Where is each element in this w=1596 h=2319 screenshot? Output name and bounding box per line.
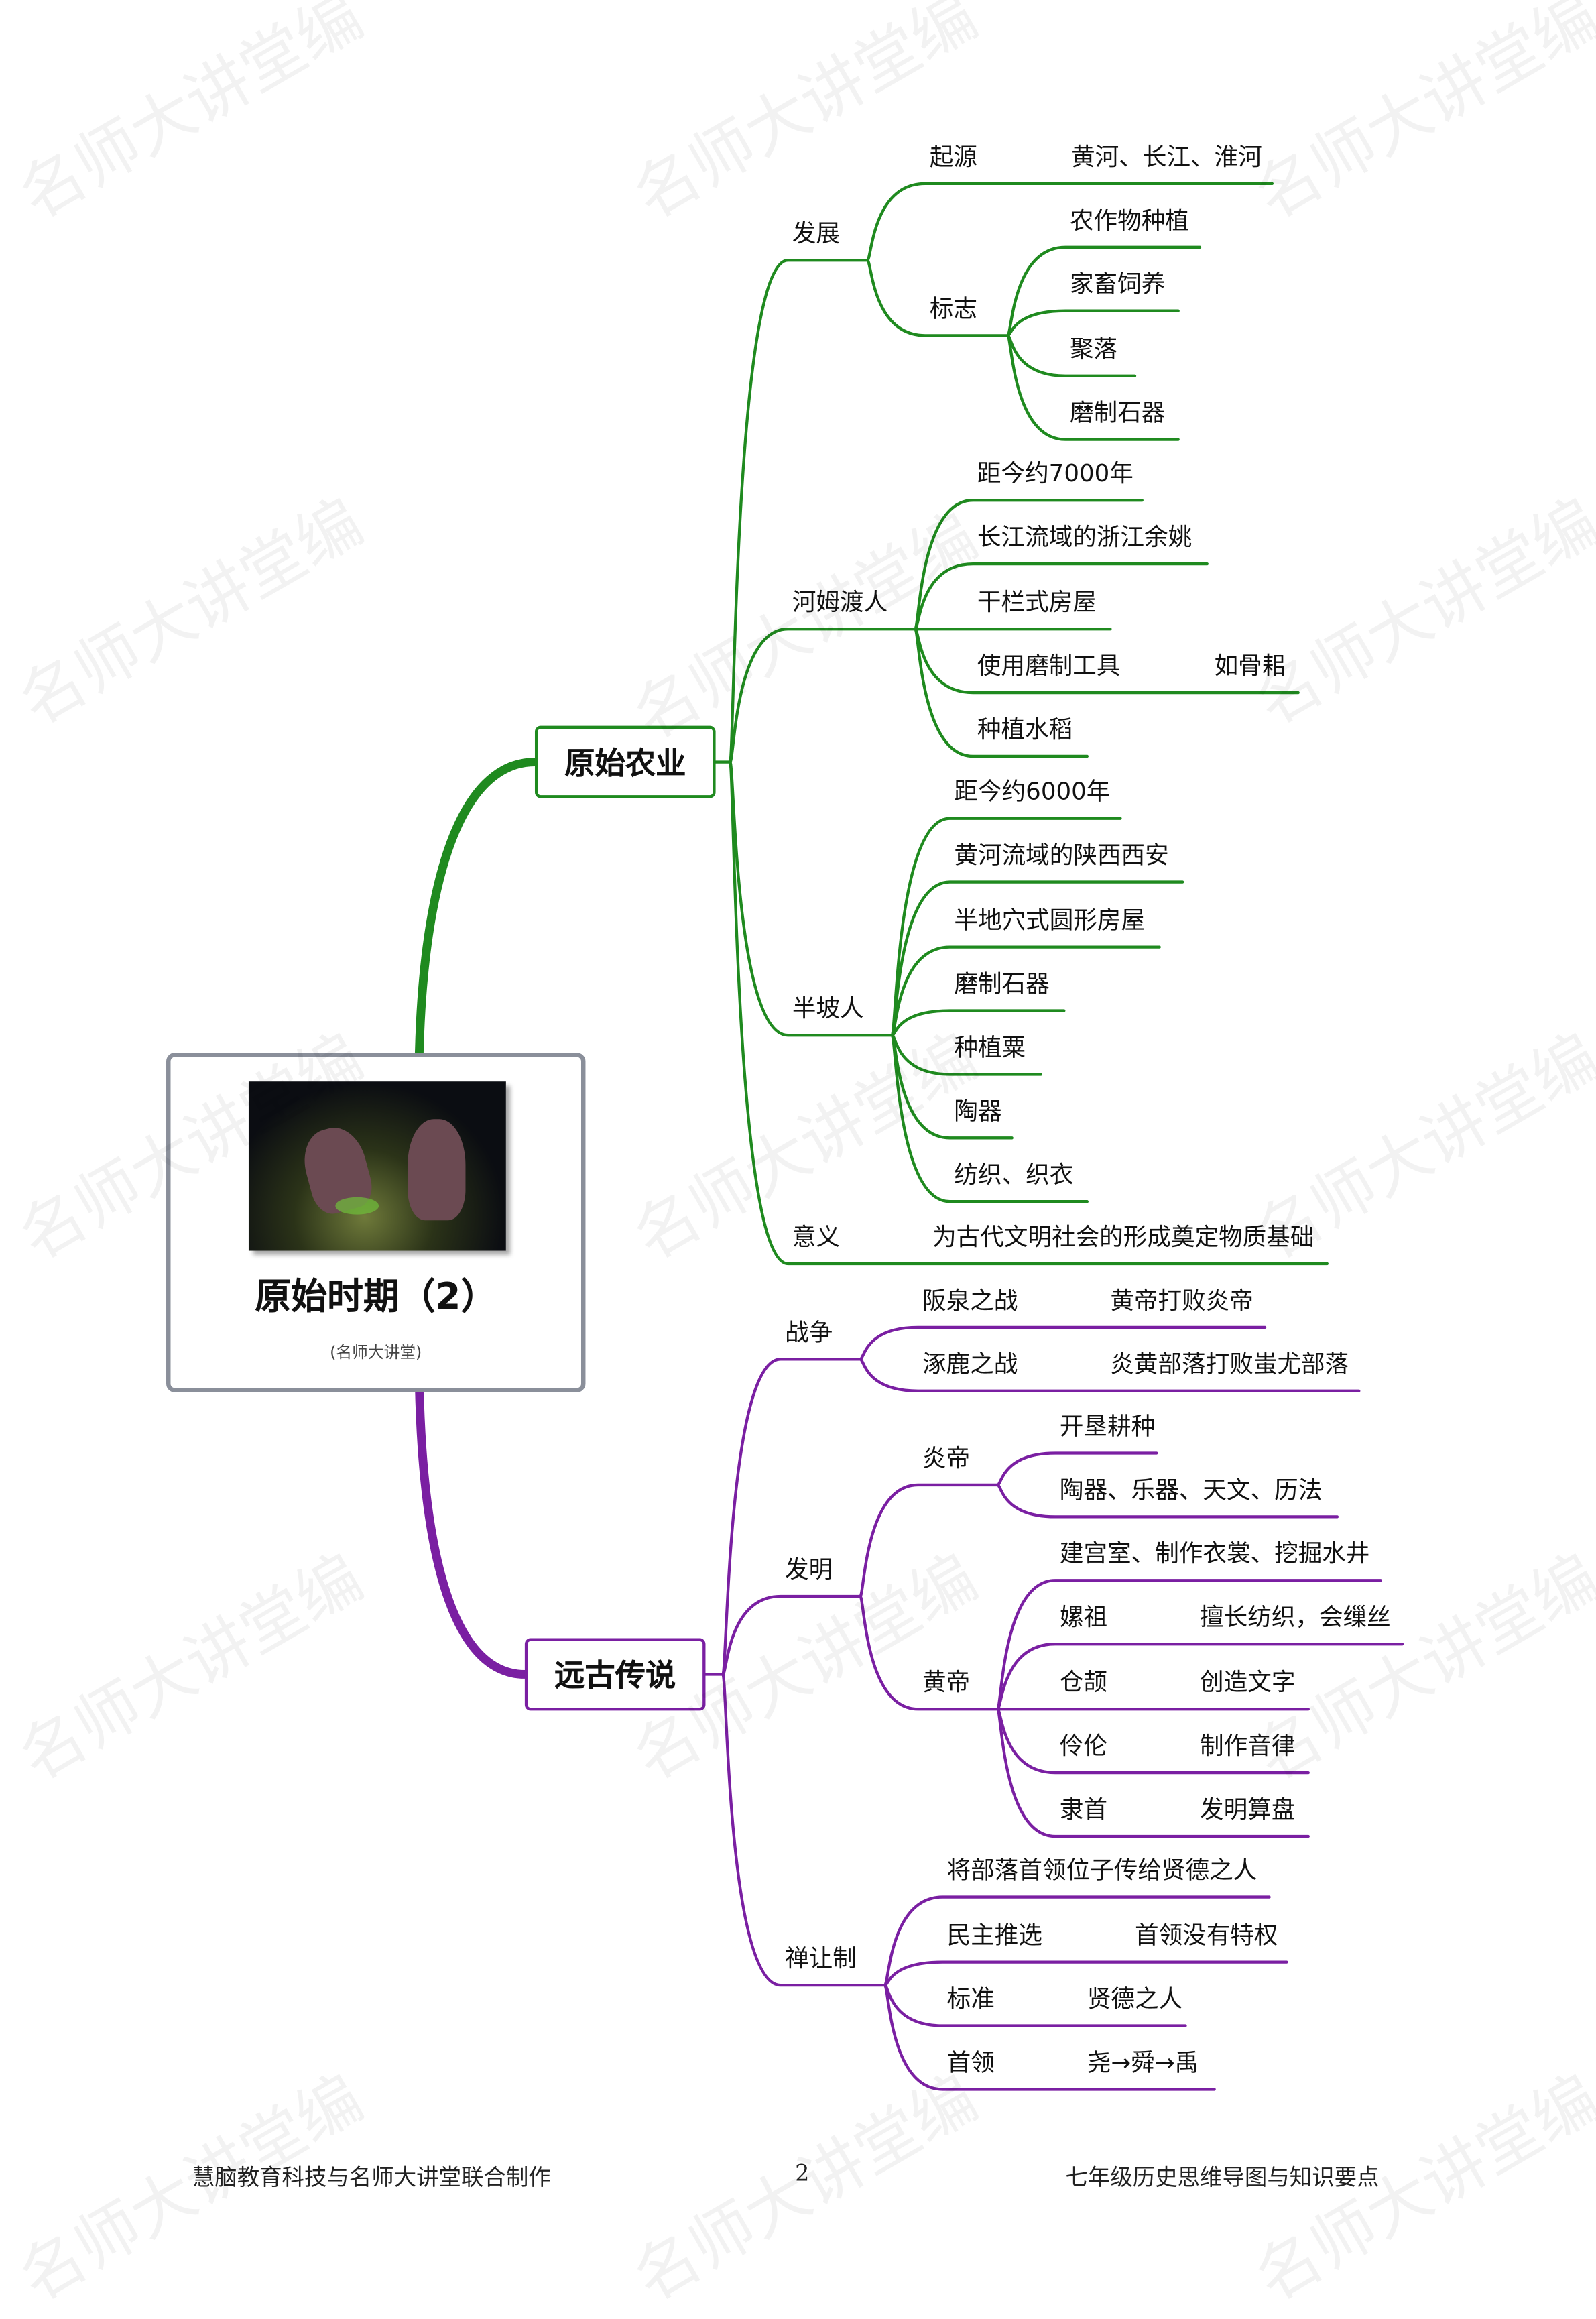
node-significance[interactable]: 意义 bbox=[792, 1223, 841, 1251]
node-significance-detail[interactable]: 为古代文明社会的形成奠定物质基础 bbox=[932, 1223, 1314, 1251]
connector bbox=[1006, 309, 1180, 337]
list-item[interactable]: 距今约7000年 bbox=[977, 459, 1133, 487]
connector bbox=[995, 1708, 1310, 1838]
node-hemudu[interactable]: 河姆渡人 bbox=[792, 588, 888, 616]
connector bbox=[995, 1643, 1404, 1711]
list-item[interactable]: 伶伦 bbox=[1059, 1732, 1108, 1760]
connector bbox=[859, 1594, 999, 1711]
list-item-detail[interactable]: 黄帝打败炎帝 bbox=[1110, 1287, 1253, 1315]
list-item[interactable]: 家畜饲养 bbox=[1069, 270, 1166, 298]
footer-document-title: 七年级历史思维导图与知识要点 bbox=[1065, 2164, 1379, 2191]
list-item[interactable]: 陶器 bbox=[954, 1097, 1002, 1125]
node-yandi[interactable]: 炎帝 bbox=[922, 1444, 971, 1472]
connector bbox=[721, 1673, 887, 1987]
connector bbox=[865, 182, 1274, 262]
list-item[interactable]: 距今约6000年 bbox=[954, 778, 1111, 806]
list-item[interactable]: 种植水稻 bbox=[977, 715, 1073, 744]
list-item-detail[interactable]: 如骨耜 bbox=[1214, 652, 1286, 680]
connector bbox=[865, 259, 1009, 337]
connector bbox=[914, 628, 1089, 758]
list-item[interactable]: 开垦耕种 bbox=[1059, 1413, 1156, 1441]
list-item[interactable]: 磨制石器 bbox=[954, 970, 1050, 998]
connector bbox=[728, 628, 917, 764]
list-item[interactable]: 长江流域的浙江余姚 bbox=[977, 523, 1192, 551]
mind-map-page: 原始时期（2） (名师大讲堂) 原始农业 远古传说 慧脑教育科技与名师大讲堂联合… bbox=[7, 0, 1596, 2316]
node-banpo[interactable]: 半坡人 bbox=[792, 994, 864, 1022]
topic-primitive-agriculture[interactable]: 原始农业 bbox=[534, 725, 716, 798]
connector bbox=[890, 1009, 1066, 1037]
connector bbox=[883, 1983, 1216, 2091]
connector bbox=[728, 259, 869, 764]
footer-producer: 慧脑教育科技与名师大讲堂联合制作 bbox=[192, 2164, 551, 2191]
connector bbox=[1006, 245, 1202, 337]
list-item[interactable]: 种植粟 bbox=[954, 1034, 1026, 1062]
topic-ancient-legends[interactable]: 远古传说 bbox=[524, 1638, 706, 1711]
list-item[interactable]: 使用磨制工具 bbox=[977, 652, 1121, 680]
node-huangdi[interactable]: 黄帝 bbox=[922, 1668, 971, 1696]
connector-lines bbox=[414, 182, 1404, 2091]
root-branch-legends bbox=[414, 1380, 530, 1679]
connector bbox=[883, 1895, 1271, 1987]
node-war[interactable]: 战争 bbox=[785, 1318, 833, 1346]
connector bbox=[995, 1483, 1339, 1519]
root-branch-agriculture bbox=[414, 758, 540, 1057]
node-abdication[interactable]: 禅让制 bbox=[785, 1944, 857, 1972]
connector bbox=[859, 1358, 1361, 1392]
connector bbox=[883, 1960, 1288, 1987]
node-signs[interactable]: 标志 bbox=[929, 294, 977, 322]
root-title: 原始时期（2） bbox=[255, 1275, 497, 1317]
list-item[interactable]: 涿鹿之战 bbox=[922, 1350, 1018, 1378]
connector bbox=[859, 1325, 1267, 1361]
list-item[interactable]: 将部落首领位子传给贤德之人 bbox=[946, 1856, 1257, 1885]
connector bbox=[721, 1594, 862, 1676]
connector bbox=[1006, 334, 1180, 441]
list-item[interactable]: 农作物种植 bbox=[1069, 206, 1189, 235]
connector bbox=[995, 1451, 1158, 1487]
list-item[interactable]: 首领 bbox=[946, 2049, 995, 2077]
connector bbox=[728, 760, 1329, 1266]
list-item-detail[interactable]: 擅长纺织，会缫丝 bbox=[1200, 1603, 1391, 1631]
list-item-detail[interactable]: 炎黄部落打败蚩尤部落 bbox=[1110, 1350, 1349, 1378]
connector bbox=[914, 562, 1209, 631]
cover-photo-primitive-humans bbox=[248, 1081, 506, 1251]
node-origin-detail[interactable]: 黄河、长江、淮河 bbox=[1071, 143, 1262, 171]
list-item-detail[interactable]: 制作音律 bbox=[1200, 1732, 1296, 1760]
list-item[interactable]: 黄河流域的陕西西安 bbox=[954, 841, 1169, 870]
list-item[interactable]: 磨制石器 bbox=[1069, 399, 1166, 427]
list-item[interactable]: 半地穴式圆形房屋 bbox=[954, 906, 1146, 935]
list-item[interactable]: 仓颉 bbox=[1059, 1668, 1108, 1696]
list-item-detail[interactable]: 创造文字 bbox=[1200, 1668, 1296, 1696]
list-item[interactable]: 民主推选 bbox=[946, 1921, 1042, 1950]
node-invention[interactable]: 发明 bbox=[785, 1555, 833, 1584]
list-item[interactable]: 建宫室、制作衣裳、挖掘水井 bbox=[1059, 1539, 1370, 1567]
list-item[interactable]: 聚落 bbox=[1069, 335, 1118, 363]
list-item-detail[interactable]: 发明算盘 bbox=[1200, 1795, 1296, 1824]
footer-page-number: 2 bbox=[795, 2160, 810, 2186]
list-item[interactable]: 隶首 bbox=[1059, 1795, 1108, 1824]
list-item[interactable]: 陶器、乐器、天文、历法 bbox=[1059, 1476, 1323, 1504]
node-origin[interactable]: 起源 bbox=[929, 143, 977, 171]
root-topic[interactable]: 原始时期（2） (名师大讲堂) bbox=[166, 1053, 586, 1392]
list-item[interactable]: 嫘祖 bbox=[1059, 1603, 1108, 1631]
connector bbox=[721, 1358, 862, 1676]
root-subtitle: (名师大讲堂) bbox=[330, 1343, 422, 1362]
list-item-detail[interactable]: 首领没有特权 bbox=[1135, 1921, 1278, 1950]
list-item[interactable]: 干栏式房屋 bbox=[977, 588, 1097, 616]
list-item[interactable]: 阪泉之战 bbox=[922, 1287, 1018, 1315]
connector bbox=[859, 1483, 999, 1598]
list-item-detail[interactable]: 尧→舜→禹 bbox=[1087, 2049, 1199, 2077]
connector bbox=[890, 1034, 1089, 1203]
list-item[interactable]: 纺织、织衣 bbox=[954, 1161, 1074, 1189]
node-development[interactable]: 发展 bbox=[792, 219, 841, 247]
list-item[interactable]: 标准 bbox=[946, 1985, 995, 2013]
connector bbox=[890, 945, 1161, 1037]
list-item-detail[interactable]: 贤德之人 bbox=[1087, 1985, 1183, 2013]
